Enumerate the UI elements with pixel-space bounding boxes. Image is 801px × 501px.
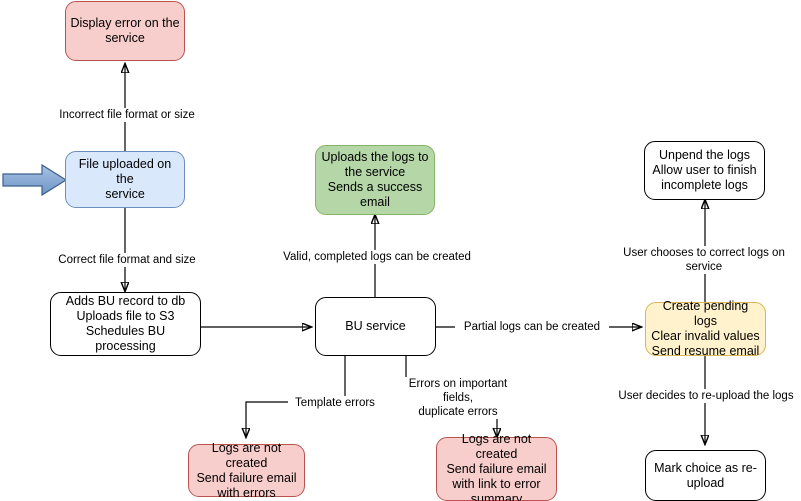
edge-label-errors-fields: Errors on important fields, duplicate er… [392, 377, 524, 419]
edge-label-partial-logs: Partial logs can be created [455, 320, 609, 334]
edge-label-incorrect-format: Incorrect file format or size [55, 108, 199, 122]
node-create-pending-logs[interactable]: Create pending logs Clear invalid values… [645, 299, 766, 358]
incoming-upload-arrow [2, 163, 68, 197]
node-bu-service[interactable]: BU service [315, 297, 436, 356]
node-logs-not-created-fields[interactable]: Logs are not created Send failure email … [436, 432, 557, 501]
edge-label-valid-logs: Valid, completed logs can be created [277, 250, 477, 264]
node-uploads-logs[interactable]: Uploads the logs to the service Sends a … [315, 145, 435, 215]
edge-label-correct-format: Correct file format and size [55, 253, 199, 267]
node-display-error[interactable]: Display error on the service [65, 1, 185, 61]
node-mark-choice[interactable]: Mark choice as re- upload [645, 450, 766, 501]
node-adds-bu-record[interactable]: Adds BU record to db Uploads file to S3 … [50, 292, 201, 356]
edge-label-user-corrects: User chooses to correct logs on service [604, 246, 801, 274]
node-file-uploaded[interactable]: File uploaded on the service [65, 151, 185, 208]
node-unpend-logs[interactable]: Unpend the logs Allow user to finish inc… [644, 141, 765, 200]
node-logs-not-created-template[interactable]: Logs are not created Send failure email … [188, 441, 305, 500]
edge-label-user-reuploads: User decides to re-upload the logs [614, 389, 798, 403]
edge-label-template-errors: Template errors [288, 396, 382, 410]
